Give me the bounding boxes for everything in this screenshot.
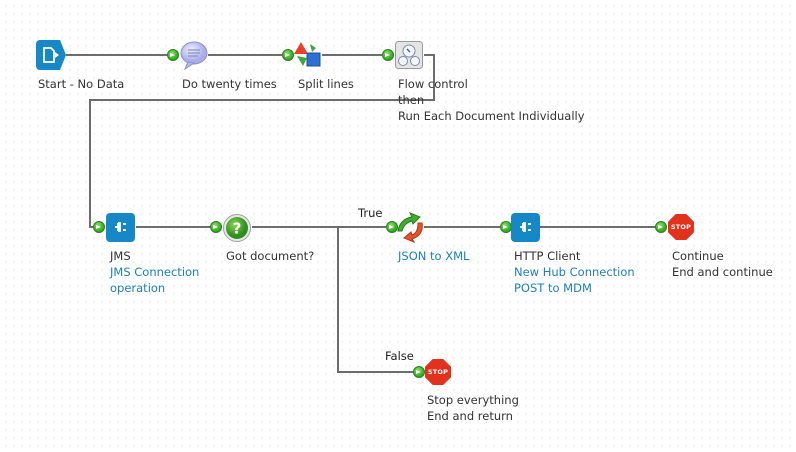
connector-in-icon[interactable] xyxy=(382,49,394,61)
map-transform-icon xyxy=(397,212,423,244)
connector-in-icon[interactable] xyxy=(282,49,294,61)
jms-operation-link[interactable]: operation xyxy=(110,281,166,295)
json-xml-link[interactable]: JSON to XML xyxy=(398,249,470,263)
connector-plug-icon xyxy=(511,213,540,242)
connector-in-icon[interactable] xyxy=(413,366,425,378)
decision-label: Got document? xyxy=(226,249,315,263)
start-label: Start - No Data xyxy=(38,77,125,91)
connector-in-icon[interactable] xyxy=(655,221,667,233)
jms-label: JMS JMS Connection operation xyxy=(110,249,200,295)
wire-decision-false[interactable] xyxy=(337,227,414,373)
jms-connection-link[interactable]: JMS Connection xyxy=(110,265,200,279)
connector-plug-icon xyxy=(106,213,135,242)
flow-control-icon xyxy=(395,41,423,69)
stop-sign-icon: STOP xyxy=(425,359,451,385)
http-connection-link[interactable]: New Hub Connection xyxy=(514,265,635,279)
true-branch-label: True xyxy=(358,206,383,220)
data-process-shape[interactable] xyxy=(293,40,323,74)
stop-all-label: Stop everything End and return xyxy=(427,393,519,423)
stop-sign-icon: STOP xyxy=(668,214,694,240)
wire-flow-to-jms[interactable] xyxy=(89,54,435,228)
connector-in-icon[interactable] xyxy=(167,49,179,61)
connector-in-icon[interactable] xyxy=(210,221,222,233)
decision-shape[interactable]: ? xyxy=(222,213,252,247)
flow-control-label: Flow control then Run Each Document Indi… xyxy=(398,77,585,123)
decision-question-icon: ? xyxy=(223,214,251,242)
connector-in-icon[interactable] xyxy=(386,221,398,233)
json-xml-label: JSON to XML xyxy=(398,248,469,264)
message-bubble-icon xyxy=(180,41,208,71)
svg-text:?: ? xyxy=(233,220,242,238)
stop-continue-label: Continue End and continue xyxy=(672,249,773,279)
map-shape[interactable] xyxy=(396,211,426,247)
do-twenty-label: Do twenty times xyxy=(182,77,277,91)
stop-all-shape[interactable]: STOP xyxy=(425,359,451,385)
stop-continue-shape[interactable]: STOP xyxy=(668,214,694,240)
start-document-icon xyxy=(36,40,66,70)
false-branch-label: False xyxy=(385,349,414,363)
connector-in-icon[interactable] xyxy=(93,221,105,233)
http-label: HTTP Client New Hub Connection POST to M… xyxy=(514,249,635,295)
message-shape[interactable] xyxy=(178,40,210,74)
http-operation-link[interactable]: POST to MDM xyxy=(514,281,592,295)
flow-control-shape[interactable] xyxy=(395,41,423,73)
split-label: Split lines xyxy=(298,77,354,91)
data-process-icon xyxy=(294,42,321,67)
